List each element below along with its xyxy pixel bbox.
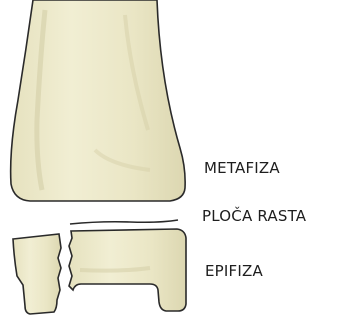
label-epifiza: EPIFIZA — [205, 262, 263, 280]
epiphysis-left-fragment — [13, 234, 61, 314]
growth-plate-line — [70, 220, 178, 224]
label-ploca-rasta: PLOČA RASTA — [202, 207, 306, 225]
metaphysis-shape — [11, 0, 186, 201]
epiphysis-main-fragment — [69, 229, 186, 311]
label-metafiza: METAFIZA — [204, 159, 280, 177]
